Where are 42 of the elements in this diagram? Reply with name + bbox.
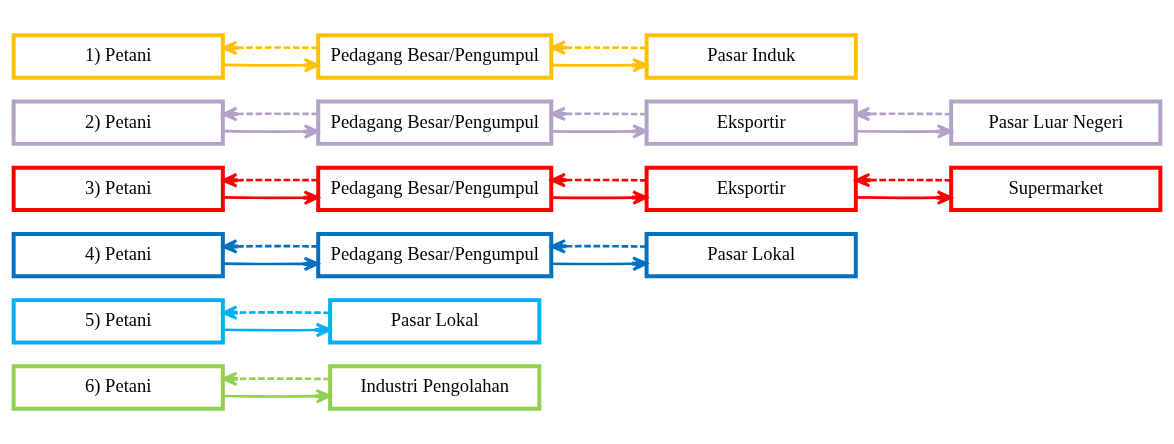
node-box: Pedagang Besar/Pengumpul xyxy=(316,231,554,279)
arrow xyxy=(854,106,952,122)
node-box: Eksportir xyxy=(644,99,858,146)
arrow xyxy=(223,256,320,272)
arrow xyxy=(855,190,953,205)
node-box: Pasar Induk xyxy=(644,33,858,80)
node-box: Pedagang Besar/Pengumpul xyxy=(316,165,554,213)
arrow xyxy=(551,190,648,205)
arrow xyxy=(221,106,318,122)
arrow xyxy=(551,124,648,139)
arrow xyxy=(221,172,318,188)
arrow xyxy=(223,124,320,139)
node-box: 1) Petani xyxy=(11,33,225,80)
node-box: 4) Petani xyxy=(11,231,225,279)
arrow xyxy=(854,172,952,188)
node-box: Industri Pengolahan xyxy=(328,364,542,411)
arrow xyxy=(856,124,953,139)
node-box: 5) Petani xyxy=(11,298,225,345)
node-box: 3) Petani xyxy=(11,165,225,213)
node-box: Pedagang Besar/Pengumpul xyxy=(316,33,554,80)
arrow xyxy=(223,388,332,404)
arrow xyxy=(550,172,647,188)
arrow xyxy=(223,322,332,338)
arrow xyxy=(221,305,330,320)
arrow xyxy=(223,58,320,73)
arrow xyxy=(550,106,647,122)
node-box: 6) Petani xyxy=(11,364,225,411)
arrow xyxy=(221,371,330,387)
node-box: Pasar Lokal xyxy=(328,298,542,345)
arrow xyxy=(221,239,318,254)
arrow xyxy=(551,256,648,272)
arrow xyxy=(551,57,648,73)
arrow xyxy=(223,190,320,205)
arrow xyxy=(550,239,647,254)
arrow xyxy=(221,40,318,56)
node-box: Pasar Luar Negeri xyxy=(949,99,1163,146)
node-box: Eksportir xyxy=(644,165,858,213)
node-box: Pedagang Besar/Pengumpul xyxy=(316,99,554,146)
node-box: Supermarket xyxy=(949,165,1163,213)
node-box: 2) Petani xyxy=(11,99,225,146)
node-box: Pasar Lokal xyxy=(644,231,858,279)
arrow xyxy=(550,40,647,55)
